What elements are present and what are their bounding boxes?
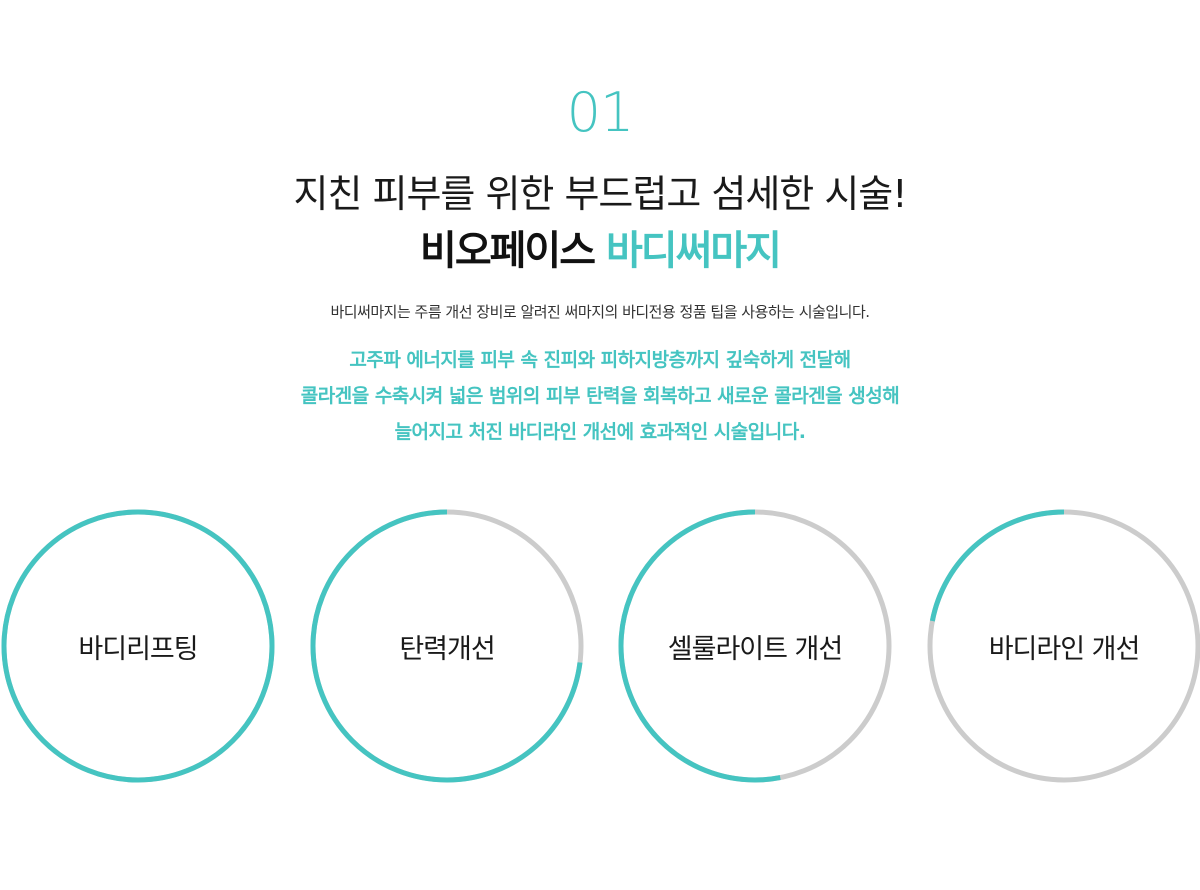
section-number: 01 <box>566 81 635 144</box>
progress-ring <box>927 509 1200 783</box>
benefit-circle-cellulite: 셀룰라이트 개선 <box>617 508 893 784</box>
benefit-circle-bodyline: 바디라인 개선 <box>926 508 1200 784</box>
section-description: 바디써마지는 주름 개선 장비로 알려진 써마지의 바디전용 정품 팁을 사용하… <box>330 303 870 321</box>
progress-arc <box>1 509 275 783</box>
section-title-main: 비오페이스 <box>420 228 606 274</box>
progress-ring <box>1 509 275 783</box>
highlight-line: 고주파 에너지를 피부 속 진피와 피하지방층까지 깊숙하게 전달해 <box>349 349 851 371</box>
benefit-circle-elasticity: 탄력개선 <box>309 508 585 784</box>
benefit-label: 셀룰라이트 개선 <box>667 633 843 665</box>
benefit-label: 바디리프팅 <box>78 633 198 665</box>
progress-ring <box>310 509 584 783</box>
highlight-line: 늘어지고 처진 바디라인 개선에 효과적인 시술입니다. <box>394 421 806 443</box>
progress-arc <box>310 509 584 783</box>
section-title: 비오페이스 바디써마지 <box>0 222 1200 280</box>
progress-arc <box>927 509 1200 783</box>
benefit-label: 탄력개선 <box>399 633 495 665</box>
benefit-label: 바디라인 개선 <box>988 633 1141 665</box>
progress-ring <box>618 509 892 783</box>
highlight-line: 콜라겐을 수축시켜 넓은 범위의 피부 탄력을 회복하고 새로운 콜라겐을 생성… <box>300 385 900 407</box>
progress-arc <box>618 509 892 783</box>
highlight-text: 고주파 에너지를 피부 속 진피와 피하지방층까지 깊숙하게 전달해 콜라겐을 … <box>0 342 1200 450</box>
section-title-accent: 바디써마지 <box>605 228 782 274</box>
benefit-circle-body-lifting: 바디리프팅 <box>0 508 276 784</box>
benefit-circles: 바디리프팅 탄력개선 셀룰라이트 개선 바디라인 개선 <box>0 508 1200 784</box>
section-headline: 지친 피부를 위한 부드럽고 섬세한 시술! <box>293 172 908 216</box>
